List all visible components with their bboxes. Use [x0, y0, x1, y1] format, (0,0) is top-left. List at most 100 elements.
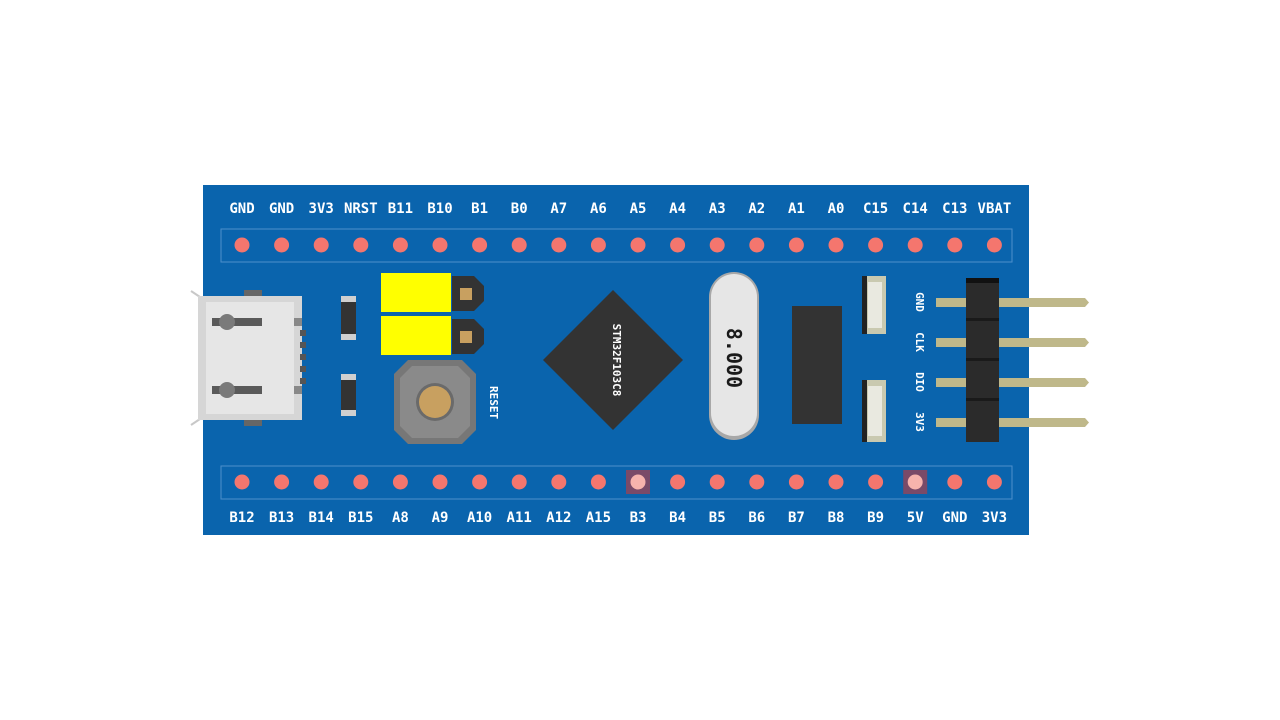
- bottom-pin-pad[interactable]: [590, 474, 606, 490]
- bottom-pin-pad[interactable]: [234, 474, 250, 490]
- top-pin-pad[interactable]: [313, 237, 329, 253]
- swd-header-label: CLK: [913, 332, 926, 352]
- top-pin-label: GND: [269, 201, 294, 217]
- bottom-pin-pad[interactable]: [788, 474, 804, 490]
- bottom-pin-pad[interactable]: [274, 474, 290, 490]
- reset-button[interactable]: [394, 360, 476, 444]
- top-pin-label: B0: [511, 201, 528, 217]
- top-pin-label: C15: [863, 201, 888, 217]
- top-pin-label: A7: [550, 201, 567, 217]
- smd-resistor-top: [341, 296, 356, 340]
- swd-header-label: 3V3: [913, 412, 926, 432]
- top-pin-label: A2: [748, 201, 765, 217]
- usb-connector: [190, 290, 306, 426]
- smd-resistor-bottom: [341, 374, 356, 416]
- top-pin-pad[interactable]: [472, 237, 488, 253]
- top-pin-label: B11: [388, 201, 413, 217]
- bottom-pin-label: A12: [546, 510, 571, 526]
- swd-header-label: DIO: [913, 372, 926, 392]
- top-pin-pad[interactable]: [590, 237, 606, 253]
- bottom-pin-label: B15: [348, 510, 373, 526]
- bottom-pin-label: A11: [507, 510, 532, 526]
- bottom-pin-pad[interactable]: [313, 474, 329, 490]
- top-pin-pad[interactable]: [234, 237, 250, 253]
- bottom-pin-label: A9: [432, 510, 449, 526]
- top-pin-pad[interactable]: [788, 237, 804, 253]
- bottom-pin-pads: [234, 470, 1002, 494]
- top-pin-label: A1: [788, 201, 805, 217]
- bottom-pin-pad[interactable]: [511, 474, 527, 490]
- top-pin-pad[interactable]: [392, 237, 408, 253]
- bottom-pin-pad[interactable]: [749, 474, 765, 490]
- top-pin-label: A6: [590, 201, 607, 217]
- top-pin-label: B10: [427, 201, 452, 217]
- bottom-pin-pad[interactable]: [670, 474, 686, 490]
- bottom-pin-label: 5V: [907, 510, 924, 526]
- bottom-pin-pad[interactable]: [630, 474, 646, 490]
- top-pin-label: A4: [669, 201, 686, 217]
- bottom-pin-pad[interactable]: [392, 474, 408, 490]
- top-pin-pad[interactable]: [709, 237, 725, 253]
- reset-label: RESET: [487, 386, 500, 419]
- top-pin-pad[interactable]: [551, 237, 567, 253]
- top-pin-pad[interactable]: [511, 237, 527, 253]
- top-pin-pad[interactable]: [353, 237, 369, 253]
- top-pin-label: C13: [942, 201, 967, 217]
- top-pin-label: A0: [828, 201, 845, 217]
- header-pin-2: [985, 338, 1089, 347]
- bottom-pin-label: B4: [669, 510, 686, 526]
- bottom-pin-label: B7: [788, 510, 805, 526]
- header-pin-1: [985, 298, 1089, 307]
- top-pin-label: VBAT: [978, 201, 1012, 217]
- top-pin-pad[interactable]: [274, 237, 290, 253]
- bottom-pin-label: B3: [630, 510, 647, 526]
- top-pin-pad[interactable]: [868, 237, 884, 253]
- top-pin-label: GND: [229, 201, 254, 217]
- bottom-pin-label: B12: [229, 510, 254, 526]
- top-pin-pads: [234, 237, 1002, 253]
- bottom-pin-pad[interactable]: [551, 474, 567, 490]
- swd-header: [936, 278, 1089, 442]
- top-pin-pad[interactable]: [432, 237, 448, 253]
- bottom-pin-label: 3V3: [982, 510, 1007, 526]
- top-pin-pad[interactable]: [749, 237, 765, 253]
- crystal-oscillator: [709, 272, 759, 440]
- bottom-pin-pad[interactable]: [907, 474, 923, 490]
- bottom-pin-label: B13: [269, 510, 294, 526]
- bottom-pin-pad[interactable]: [709, 474, 725, 490]
- top-pin-pad[interactable]: [947, 237, 963, 253]
- top-pin-label: A3: [709, 201, 726, 217]
- bottom-pin-pad[interactable]: [868, 474, 884, 490]
- bottom-pin-label: B14: [309, 510, 334, 526]
- boot-jumpers: [381, 273, 484, 355]
- mcu-chip-label: STM32F103C8: [610, 324, 623, 397]
- bottom-pin-pad[interactable]: [986, 474, 1002, 490]
- top-pin-pad[interactable]: [828, 237, 844, 253]
- top-pin-pad[interactable]: [670, 237, 686, 253]
- led-top: [862, 276, 886, 334]
- bottom-pin-pad[interactable]: [472, 474, 488, 490]
- bottom-pin-label: B8: [828, 510, 845, 526]
- bottom-pin-label: A10: [467, 510, 492, 526]
- top-pin-pad[interactable]: [630, 237, 646, 253]
- bottom-pin-label: B5: [709, 510, 726, 526]
- header-pin-4: [985, 418, 1089, 427]
- bottom-pin-pad[interactable]: [353, 474, 369, 490]
- bottom-pin-pad[interactable]: [828, 474, 844, 490]
- crystal-label: 8.000: [722, 328, 746, 388]
- top-pin-pad[interactable]: [907, 237, 923, 253]
- top-pin-label: B1: [471, 201, 488, 217]
- bottom-pin-pad[interactable]: [432, 474, 448, 490]
- bottom-pin-label: B6: [748, 510, 765, 526]
- top-pin-pad[interactable]: [986, 237, 1002, 253]
- bottom-pin-strip: [220, 465, 1013, 500]
- bottom-pin-pad[interactable]: [947, 474, 963, 490]
- bottom-pin-label: GND: [942, 510, 967, 526]
- top-pin-label: NRST: [344, 201, 378, 217]
- bottom-pin-label: A15: [586, 510, 611, 526]
- bottom-pin-label: B9: [867, 510, 884, 526]
